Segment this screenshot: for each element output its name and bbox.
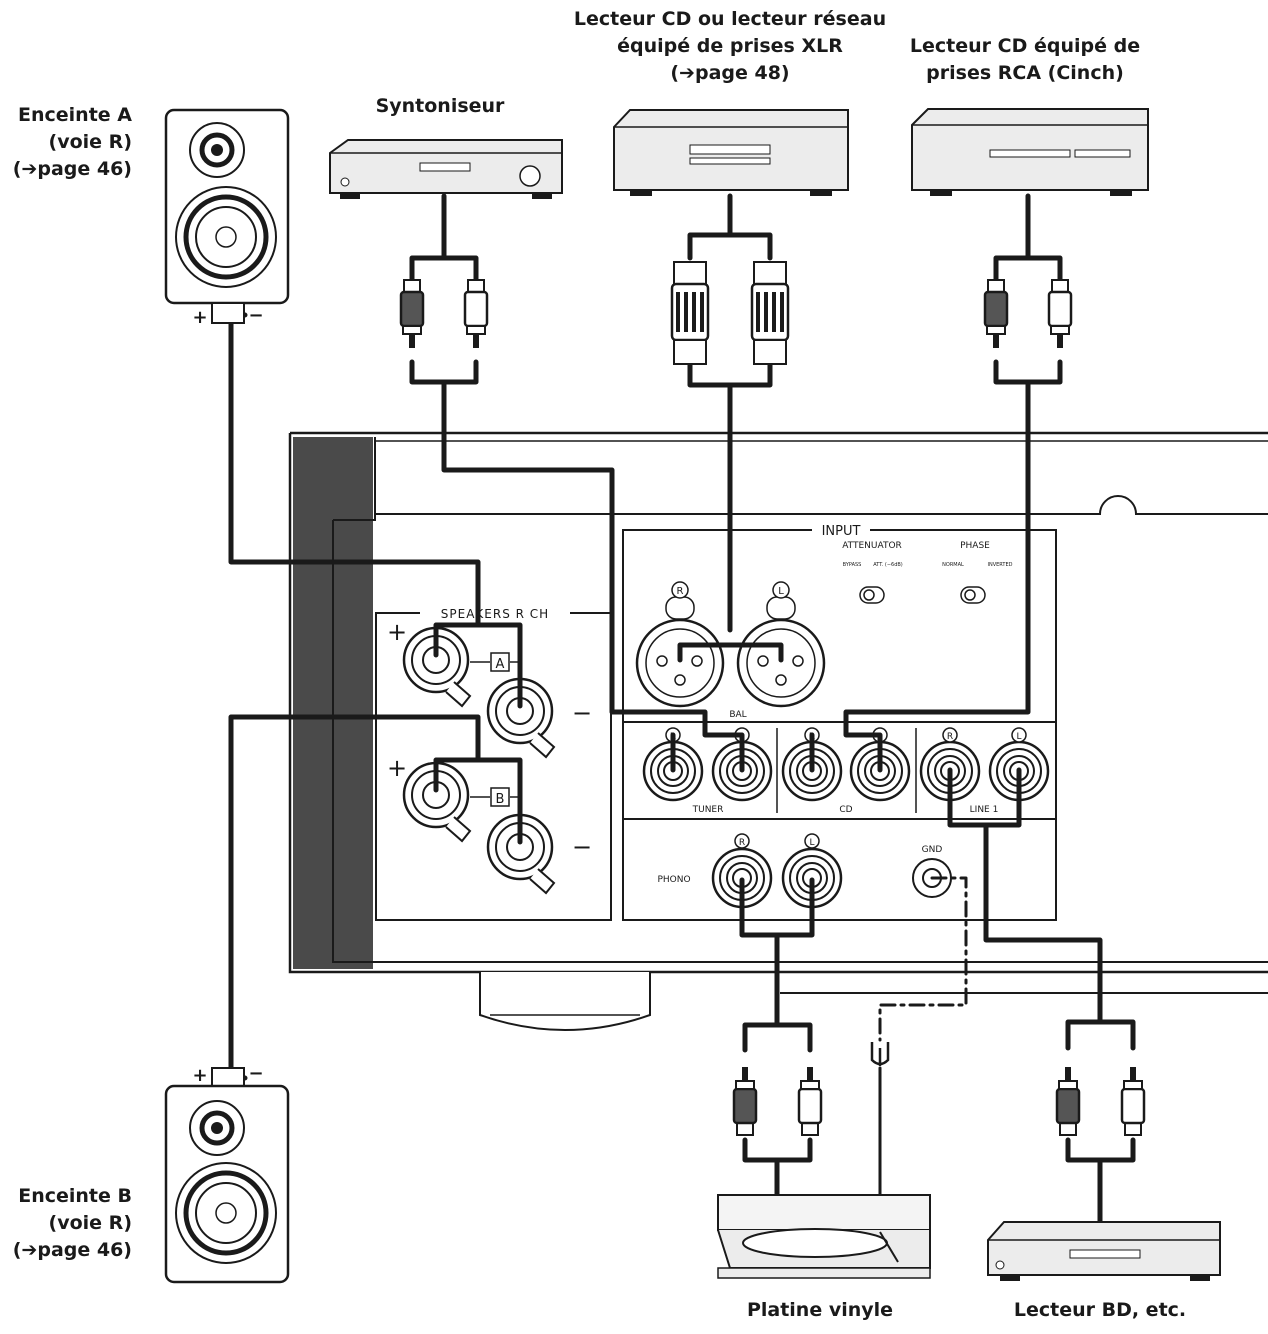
xlr-l-mark: L <box>778 586 784 597</box>
phono-plug-red <box>732 1065 758 1137</box>
cd-plug-white <box>1047 278 1073 350</box>
cd-rca-label: Lecteur CD équipé de prises RCA (Cinch) <box>909 35 1141 84</box>
line1-cable <box>947 767 1136 1225</box>
speaker-a-device: + − <box>164 108 290 328</box>
phono-cable <box>739 877 815 1198</box>
turntable-label: Platine vinyle <box>746 1299 894 1321</box>
gnd-cable <box>878 876 968 1042</box>
speaker-terminal-block: SPEAKERS R CH + − + − A B <box>375 604 612 921</box>
xlr-cable <box>677 193 784 663</box>
tuner-label: Syntoniseur <box>375 95 505 117</box>
att-bypass-label: BYPASS <box>843 562 862 568</box>
speaker-b-plus: + <box>192 1065 207 1086</box>
phase-inverted-label: INVERTED <box>988 562 1013 568</box>
cd-rca-cable <box>809 193 1063 773</box>
turntable-device <box>717 1194 931 1279</box>
cd-rca-device <box>911 108 1149 196</box>
xlr-r-mark: R <box>677 586 684 597</box>
input-block: INPUT ATTENUATOR BYPASS ATT. (−6dB) PHAS… <box>622 522 1057 921</box>
line1-label-panel: LINE 1 <box>970 805 999 815</box>
speakers-title: SPEAKERS R CH <box>441 607 549 621</box>
tuner-plug-white <box>463 278 489 350</box>
speaker-a-label: Enceinte A (voie R) (➔page 46) <box>12 104 132 180</box>
amplifier-foot <box>479 972 651 1031</box>
tuner-plug-red <box>399 278 425 350</box>
plugs <box>399 260 1146 1137</box>
terminal-a-minus-sign: − <box>572 699 592 727</box>
tuner-device <box>329 139 563 199</box>
terminal-b-minus-sign: − <box>572 833 592 861</box>
amplifier-rear-panel <box>288 431 1268 1031</box>
cd-plug-red <box>983 278 1009 350</box>
cd-xlr-label: Lecteur CD ou lecteur réseau équipé de p… <box>573 8 887 84</box>
speaker-b-label: Enceinte B (voie R) (➔page 46) <box>12 1185 132 1261</box>
gnd-spade <box>870 1042 890 1066</box>
speaker-b-device: + − <box>164 1063 290 1284</box>
phono-label: PHONO <box>657 875 690 885</box>
phono-plug-white <box>797 1065 823 1137</box>
speaker-a-plus: + <box>192 307 207 328</box>
speaker-b-tag: B <box>496 792 505 807</box>
line1-r-mark: R <box>947 732 953 742</box>
speaker-b-minus: − <box>248 1063 263 1084</box>
gnd-label: GND <box>922 845 943 855</box>
attenuator-label: ATTENUATOR <box>842 541 902 551</box>
phase-normal-label: NORMAL <box>942 562 964 568</box>
tuner-cable <box>409 193 745 773</box>
speaker-a-minus: − <box>248 305 263 326</box>
line1-l-mark: L <box>1016 732 1021 742</box>
xlr-plug-l <box>750 260 790 366</box>
bal-label: BAL <box>729 710 746 720</box>
att-on-label: ATT. (−6dB) <box>873 562 903 568</box>
bd-plug-white <box>1120 1065 1146 1137</box>
terminal-b-plus-sign: + <box>387 754 407 782</box>
phono-l-mark: L <box>809 838 814 848</box>
xlr-plug-r <box>670 260 710 366</box>
terminal-a-plus-sign: + <box>387 618 407 646</box>
bd-player-device <box>987 1221 1221 1281</box>
cd-xlr-device <box>613 109 849 196</box>
speaker-a-tag: A <box>496 657 505 672</box>
bd-plug-red <box>1055 1065 1081 1137</box>
cd-label-panel: CD <box>839 805 852 815</box>
bd-label: Lecteur BD, etc. <box>1013 1299 1187 1321</box>
phono-r-mark: R <box>739 838 745 848</box>
phase-label: PHASE <box>960 541 990 551</box>
input-title: INPUT <box>822 524 861 539</box>
tuner-label-panel: TUNER <box>692 805 724 815</box>
